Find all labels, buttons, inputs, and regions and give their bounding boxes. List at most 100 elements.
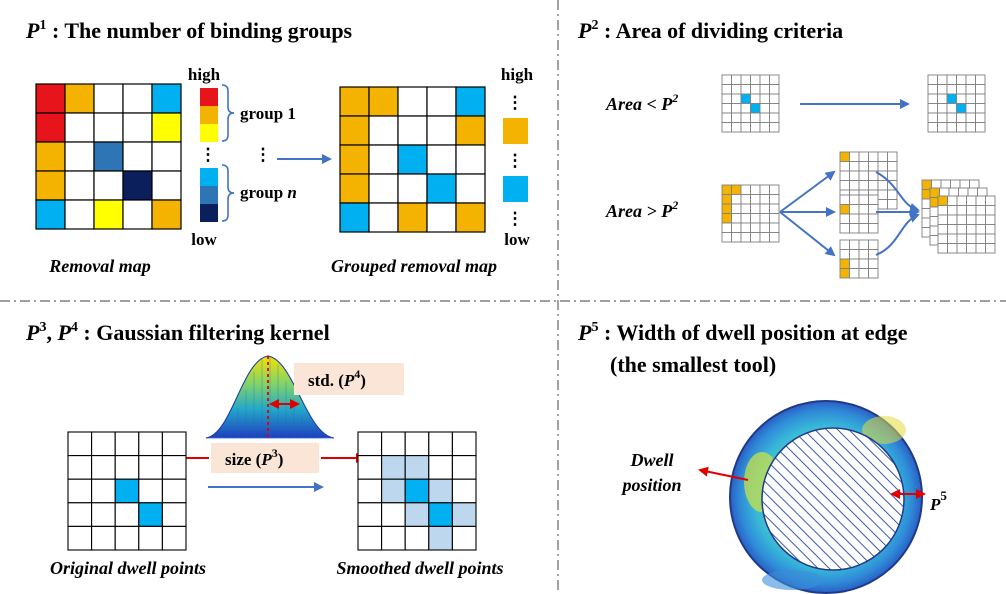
grid-cell <box>769 184 780 195</box>
grid-cell <box>451 525 477 551</box>
grid-cell <box>769 213 780 224</box>
grid-cell <box>937 243 948 254</box>
grid-cell <box>965 93 976 104</box>
grid-cell <box>858 161 869 172</box>
p5-label: P5 <box>929 488 947 514</box>
grid-cell <box>93 199 124 230</box>
grid-cell <box>91 455 116 480</box>
grid-cell <box>849 213 860 224</box>
grid-cell <box>721 232 732 243</box>
grid-cell <box>721 184 732 195</box>
grid-cell <box>975 103 986 114</box>
grid-cell <box>35 112 66 143</box>
grid-cell <box>975 112 986 123</box>
grid-cell <box>956 122 967 133</box>
grid-cell <box>368 202 399 233</box>
grid-cell <box>877 180 888 191</box>
grid-cell <box>455 173 486 204</box>
grid-cell <box>122 199 153 230</box>
grid-cell <box>428 478 453 504</box>
grid-cell <box>339 115 370 146</box>
grid-cell <box>946 74 957 85</box>
grid-cell <box>339 144 370 175</box>
grid-cell <box>956 112 967 123</box>
grid-cell <box>849 170 860 181</box>
panel-dividing-criteria: P2 : Area of dividing criteria Area < P2… <box>577 18 996 279</box>
grid-cell <box>769 203 780 214</box>
grid-cell <box>956 84 967 95</box>
grid-cell <box>721 203 732 214</box>
grid-cell <box>67 525 93 551</box>
grid-cell <box>947 224 958 235</box>
grid-cell <box>868 180 879 191</box>
grid-cell <box>759 184 770 195</box>
grid-cell <box>740 93 751 104</box>
grid-cell <box>750 84 761 95</box>
grid-cell <box>966 205 977 216</box>
group1-brace <box>221 84 235 142</box>
grid-cell <box>731 84 742 95</box>
grid-cell <box>35 141 66 172</box>
grid-cell <box>839 268 850 279</box>
grid-cell <box>956 224 967 235</box>
grid-cell <box>35 199 66 230</box>
grid-cell <box>759 84 770 95</box>
grid-cell <box>357 431 383 457</box>
grid-cell <box>138 525 163 551</box>
grid-cell <box>151 170 182 201</box>
grid-cell <box>64 141 95 172</box>
grid-cell <box>769 232 780 243</box>
grid-cell <box>759 112 770 123</box>
grid-cell <box>868 194 879 205</box>
grid-cell <box>956 195 967 206</box>
grid-cell <box>138 502 163 527</box>
grid-cell <box>750 213 761 224</box>
grid-cell <box>114 431 140 457</box>
scale-swatch <box>200 204 218 222</box>
color-scale <box>200 88 218 222</box>
grid-cell <box>946 122 957 133</box>
grid-cell <box>975 224 986 235</box>
grid-cell <box>455 115 486 146</box>
grid-cell <box>759 213 770 224</box>
grid-cell <box>451 478 477 504</box>
grid-cell <box>759 122 770 133</box>
removal-map-caption: Removal map <box>48 256 151 276</box>
grid-cell <box>839 161 850 172</box>
grid-cell <box>721 194 732 205</box>
grid-cell <box>455 86 486 117</box>
grid-cell <box>985 205 996 216</box>
grid-cell <box>731 93 742 104</box>
grid-cell <box>937 84 948 95</box>
scale-ellipsis: ⋮ <box>200 145 217 164</box>
grid-cell <box>956 103 967 114</box>
scale-swatch <box>200 124 218 142</box>
grid-cell <box>946 84 957 95</box>
grid-cell <box>381 455 406 480</box>
grid-cell <box>339 86 370 117</box>
grid-cell <box>721 93 732 104</box>
grid-cell <box>849 204 860 215</box>
grid-cell <box>451 455 477 480</box>
grid-cell <box>91 525 116 551</box>
grid-cell <box>937 122 948 133</box>
grid-cell <box>947 195 958 206</box>
panel3-title: P3, P4 : Gaussian filtering kernel <box>25 320 330 345</box>
scale-ellipsis-2: ⋮ <box>255 145 272 164</box>
grid-cell <box>985 243 996 254</box>
grid-cell <box>368 86 399 117</box>
grid-cell <box>975 214 986 225</box>
grid-cell <box>455 202 486 233</box>
size-callout-box <box>211 443 319 473</box>
grid-cell <box>849 239 860 250</box>
grid-cell <box>839 204 850 215</box>
grid-cell <box>114 525 140 551</box>
small-region-result-grid <box>927 74 986 133</box>
grid-cell <box>740 194 751 205</box>
grid-cell <box>759 194 770 205</box>
grid-cell <box>966 195 977 206</box>
grid-cell <box>927 122 938 133</box>
grid-cell <box>975 84 986 95</box>
grid-cell <box>138 478 163 504</box>
groupn-label: group n <box>240 183 297 202</box>
